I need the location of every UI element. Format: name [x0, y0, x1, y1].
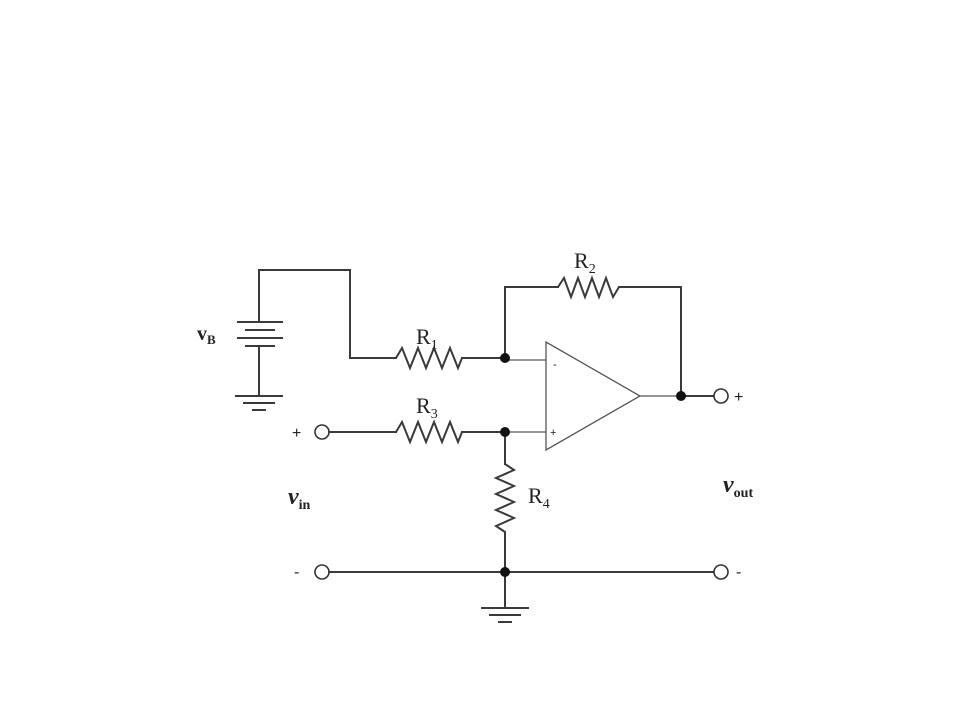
resistor-r4: [493, 463, 517, 533]
wire-feedback-left: [504, 286, 559, 359]
opamp: [505, 340, 681, 452]
output-plus-sign: +: [734, 389, 743, 406]
input-terminal-plus: [314, 424, 330, 440]
output-minus-sign: -: [736, 564, 741, 581]
label-vb: vB: [197, 323, 216, 347]
label-r1: R1: [416, 324, 438, 353]
output-terminal-minus: [713, 564, 729, 580]
label-vin: vin: [288, 484, 311, 513]
junction-node-inverting: [500, 353, 510, 363]
input-terminal-minus: [314, 564, 330, 580]
opamp-inverting-sign: -: [553, 359, 557, 371]
input-minus-sign: -: [294, 564, 299, 581]
input-plus-sign: +: [292, 425, 301, 442]
label-vout: vout: [723, 472, 753, 501]
wire-vb-to-r1: [258, 269, 397, 359]
battery-vb: [237, 269, 283, 395]
ground-symbol-battery: [235, 395, 283, 411]
resistor-r1: [395, 345, 463, 371]
junction-node-ground: [500, 567, 510, 577]
ground-symbol-main: [481, 607, 529, 623]
junction-node-output: [676, 391, 686, 401]
wire-feedback-right: [618, 286, 682, 397]
resistor-r2: [557, 275, 620, 300]
label-r3: R3: [416, 393, 438, 422]
opamp-noninverting-sign: +: [550, 427, 556, 439]
output-terminal-plus: [713, 388, 729, 404]
label-r2: R2: [574, 248, 596, 277]
label-r4: R4: [528, 483, 550, 512]
resistor-r3: [395, 419, 463, 445]
junction-node-noninverting: [500, 427, 510, 437]
